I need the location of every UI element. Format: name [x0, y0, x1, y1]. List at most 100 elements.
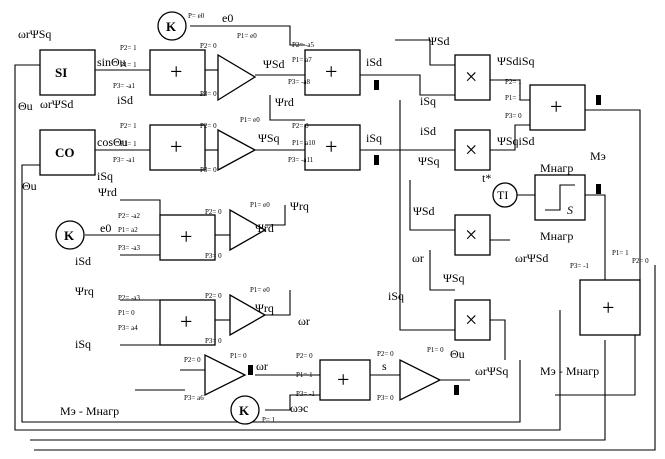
param-p3-a8: P3= -a8: [288, 78, 311, 86]
mul-block-2: [454, 129, 491, 171]
wire-me: [585, 109, 641, 280]
label-psi-rq-in: Ψrq: [75, 284, 94, 298]
label-psi-sd-a: ΨSd: [428, 34, 450, 48]
label-psi-sd-isq: ΨSdiSq: [497, 54, 535, 68]
param-p3-0-d: P3= 0: [205, 252, 222, 260]
marker-1: [374, 80, 379, 90]
label-omega-ec: ωэс: [290, 401, 308, 415]
label-omega-psi-sq-bottom: ωrΨSq: [475, 364, 508, 378]
label-isd-1: iSd: [117, 93, 133, 107]
sum-block-2: [149, 124, 206, 171]
mul-1-sign: ×: [465, 64, 477, 89]
mul-2-sign: ×: [465, 137, 477, 162]
param-p2-0-d: P2= 0: [205, 208, 222, 216]
label-m-load-b: Mнагр: [540, 229, 573, 243]
param-p2-a2: P2= -a2: [118, 212, 141, 220]
label-theta-u-a: Θu: [18, 99, 33, 113]
param-p1-0-b: P1= 0: [230, 352, 247, 360]
marker-3: [596, 95, 601, 105]
sum-block-9: [579, 279, 641, 336]
sum-8-sign: +: [337, 367, 349, 392]
label-psi-sq-b: ΨSq: [443, 271, 465, 285]
wire-omega-mul: [429, 250, 455, 291]
marker-5: [248, 365, 253, 375]
param-p2-1-b: P2= 1: [120, 122, 137, 130]
sum-block-3: [304, 49, 361, 96]
variable-labels: ωrΨSq Θu Θu ωrΨSd sinΘu cosΘu iSd iSq iS…: [18, 11, 606, 418]
param-p2-0-h: P2= 0: [377, 350, 394, 358]
param-p-e0: P= e0: [188, 12, 205, 20]
parameter-annotations: P= e0 P1= e0 P2= 1 P1= 1 P3= -a1 P2= 0 P…: [113, 12, 649, 424]
blocks: SI CO K K K TI + + + + + + + + + × ×: [39, 11, 641, 425]
label-psi-sq-a: ΨSq: [418, 154, 440, 168]
marker-6: [454, 385, 459, 395]
co-block: [39, 129, 96, 176]
label-psi-rd-out: Ψrd: [255, 221, 274, 235]
label-psi-rq-out: Ψrq: [255, 301, 274, 315]
param-p2-1-a: P2= 1: [120, 44, 137, 52]
relay-curve: [545, 184, 575, 211]
wire-outer-3: [30, 340, 606, 441]
param-p3-1-b: P3= -1: [570, 262, 589, 270]
wire-outer-1: [14, 64, 561, 431]
sum-block-8: [319, 359, 371, 401]
label-psi-sq-isd: ΨSqiSd: [497, 134, 535, 148]
param-p1-0-a: P1= 0: [118, 309, 135, 317]
integrator-5: [204, 353, 247, 397]
param-p2-0-g: P2= 0: [296, 352, 313, 360]
param-p3-a6: P3= a6: [184, 394, 204, 402]
label-cos-theta: cosΘu: [97, 135, 128, 149]
wire-outer-4: [34, 265, 656, 451]
relay-s: S: [567, 203, 573, 217]
k-mid-circle: [55, 220, 85, 250]
param-p2-0-c: P2= 0: [292, 122, 309, 130]
param-p3-1-a: P3= -1: [296, 390, 315, 398]
sum-block-4: [304, 124, 361, 171]
label-omega-psi-sq: ωrΨSq: [18, 27, 51, 41]
param-p1-1-c: P1= 1: [296, 371, 313, 379]
integrator-2: [217, 128, 257, 172]
param-p3-a3: P3= -a3: [118, 244, 141, 252]
param-p1-a10: P1= a10: [292, 139, 316, 147]
wire-k-top: [190, 25, 305, 46]
wire-sum2-out: [360, 74, 455, 96]
wire-mul1-sum: [490, 79, 530, 101]
label-theta-u-out: Θu: [450, 347, 465, 361]
wire-psisd-top: [395, 39, 455, 66]
wire-isq-in: [120, 330, 161, 346]
label-omega-r-c: ωr: [256, 359, 268, 373]
label-m-e: Mэ: [590, 149, 606, 163]
sum-block-6: [159, 299, 216, 346]
param-p3-0-e: P3= 0: [205, 337, 222, 345]
param-p1-e0-d: P1= e0: [250, 286, 270, 294]
mul-block-4: [454, 299, 491, 341]
wire-psird-top: [269, 95, 305, 121]
sum-block-5: [159, 214, 216, 261]
k-top-circle: [157, 11, 187, 41]
param-p3-a1-a: P3= -a1: [113, 82, 136, 90]
wire-int4-out: [265, 290, 291, 316]
param-p1-1-a: P1= 1: [120, 61, 137, 69]
param-p3-a11: P3= -a11: [288, 156, 314, 164]
label-e0: e0: [222, 11, 233, 25]
sum-6-sign: +: [180, 309, 192, 334]
label-sin-theta: sinΘu: [97, 55, 126, 69]
param-p1-a7: P1= a7: [292, 56, 312, 64]
sum-block-1: [149, 49, 206, 96]
sum-1-sign: +: [170, 59, 182, 84]
integrator-4: [229, 293, 267, 337]
label-psi-sd-out: ΨSd: [263, 57, 285, 71]
k-top-label: K: [166, 19, 177, 34]
label-isd-2: iSd: [366, 55, 382, 69]
label-isq-1: iSq: [97, 169, 113, 183]
integrator-3: [229, 208, 267, 252]
label-omega-psi-sd-right: ωrΨSd: [515, 251, 548, 265]
param-p3-0-b: P3= 0: [200, 166, 217, 174]
param-p1-0-c: P1= 0: [427, 346, 444, 354]
wire-int3-out: [265, 205, 286, 226]
param-p2-0-a: P2= 0: [200, 42, 217, 50]
param-p1-e0-c: P1= e0: [250, 201, 270, 209]
wire-mul2-sum: [490, 124, 530, 151]
